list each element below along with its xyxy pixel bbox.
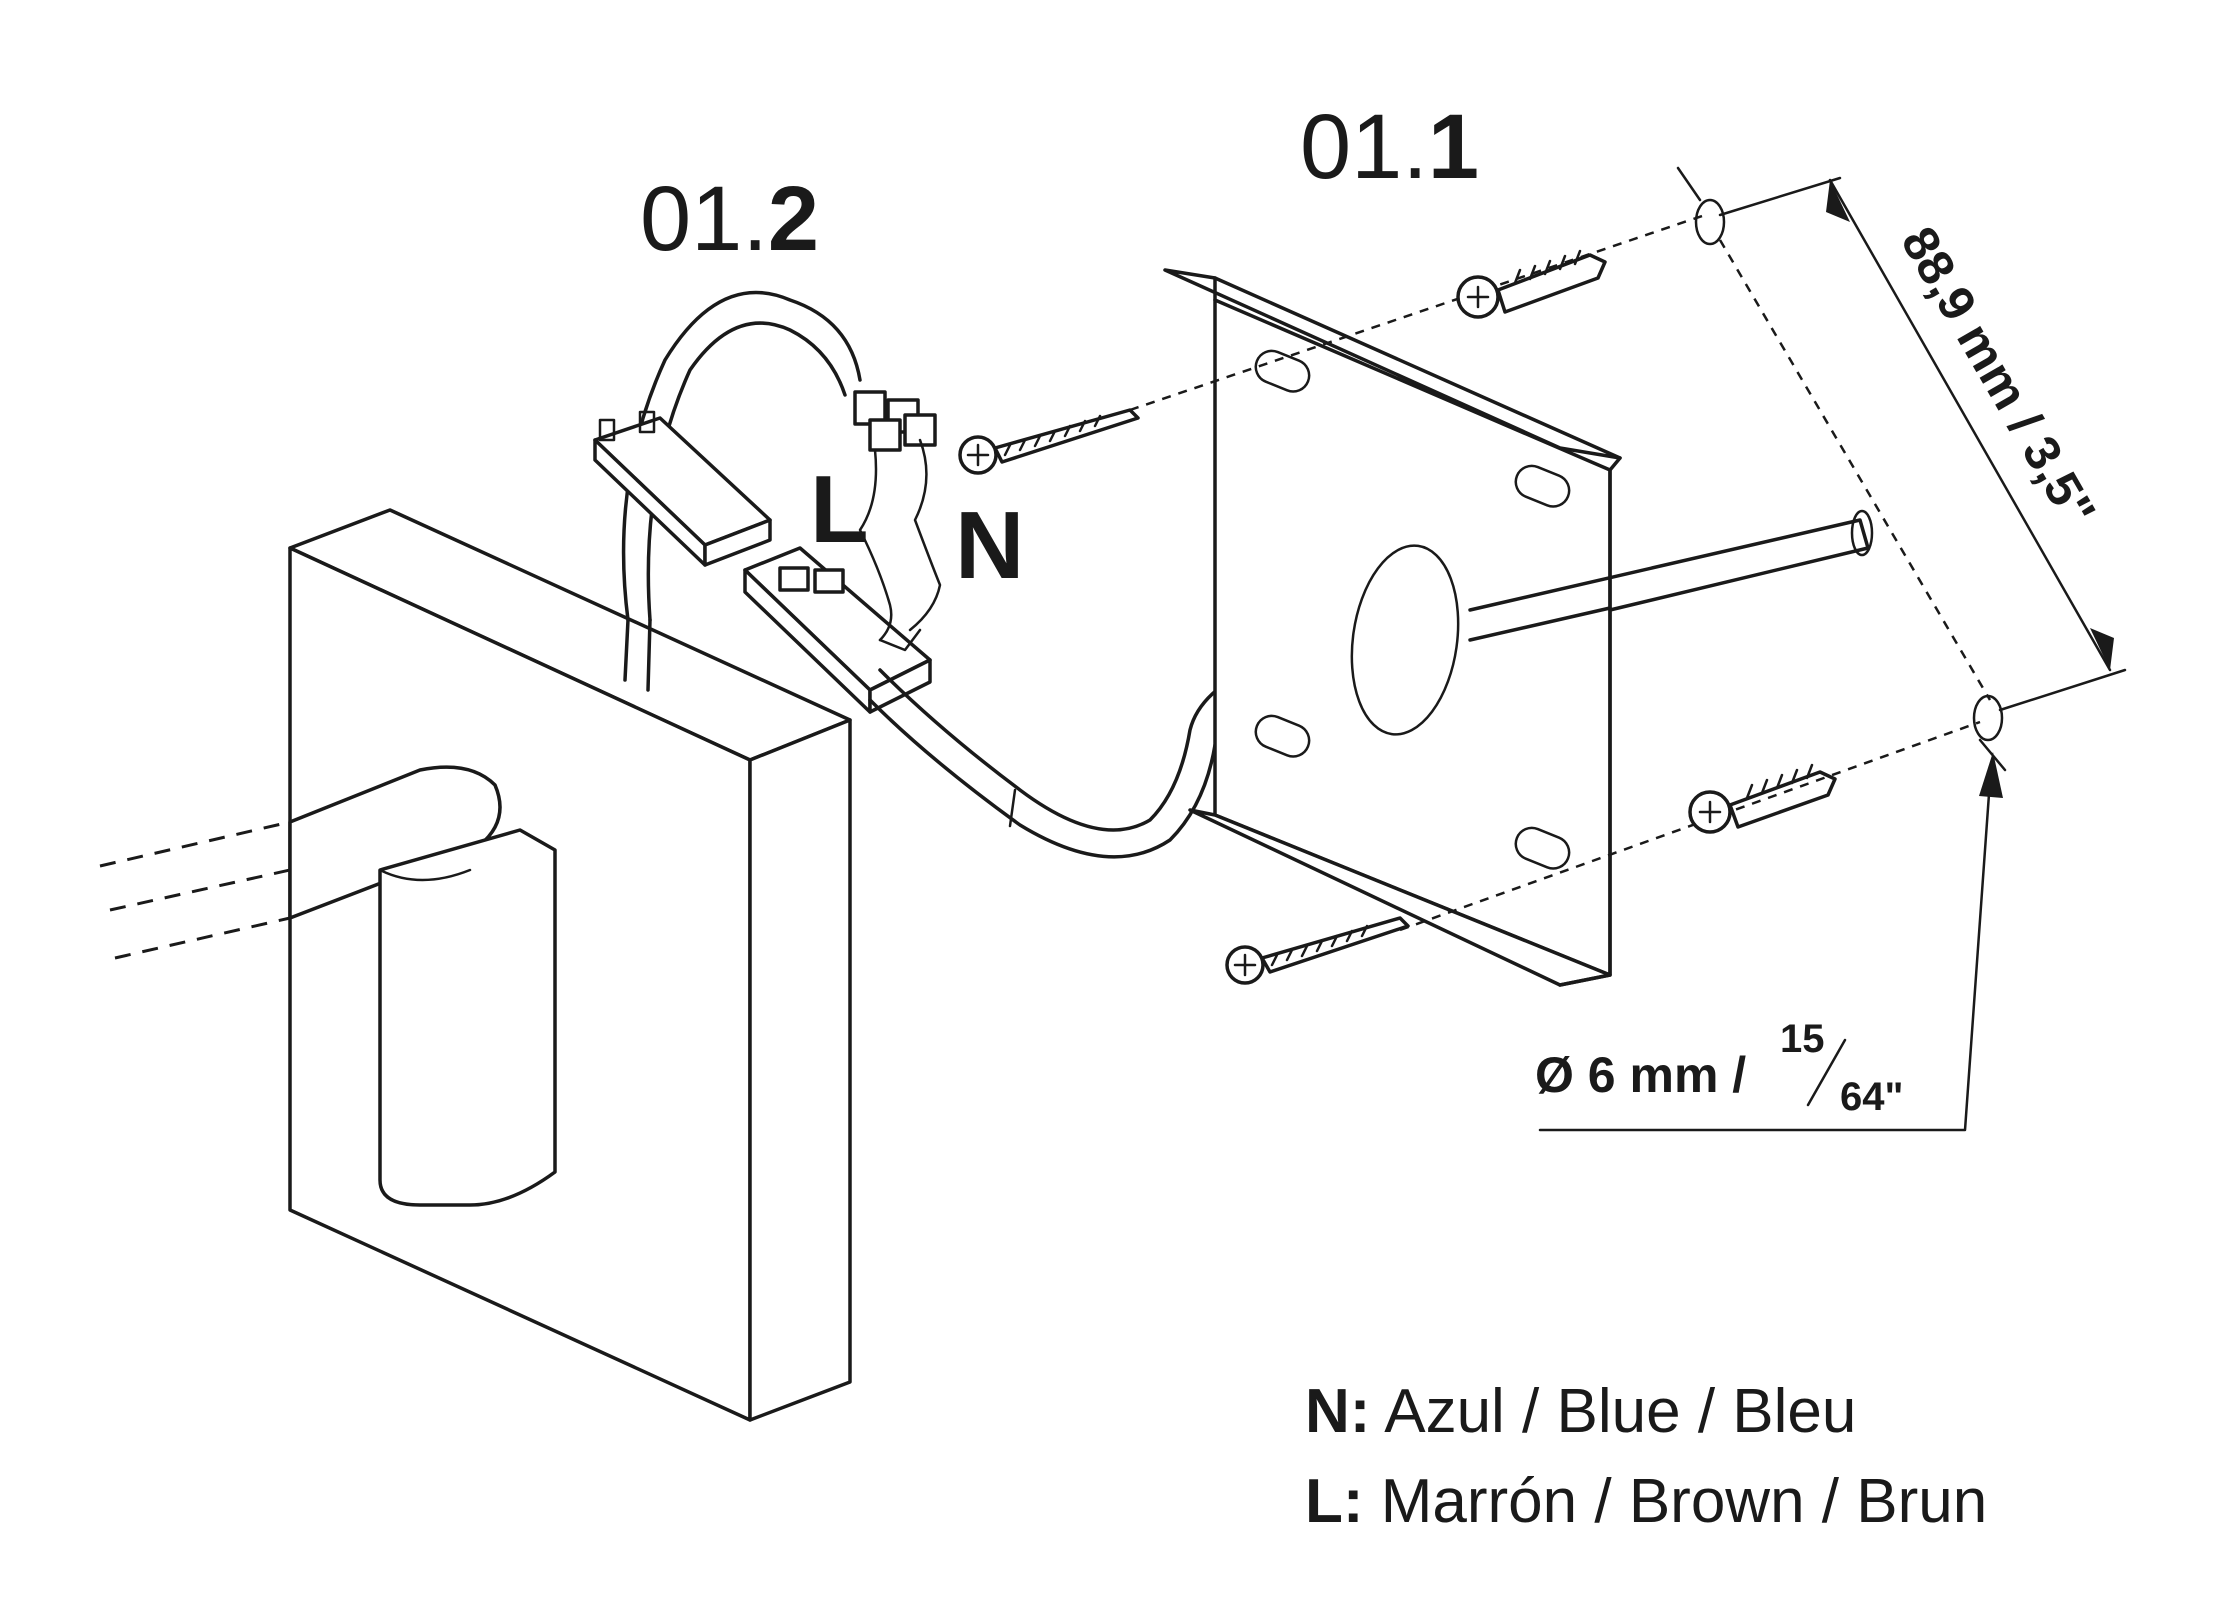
legend-neutral: N: Azul / Blue / Bleu bbox=[1305, 1377, 1856, 1446]
lamp-base-block bbox=[288, 508, 852, 1422]
legend-line: L: Marrón / Brown / Brun bbox=[1305, 1467, 1987, 1536]
hole-spacing-dimension bbox=[1718, 176, 2127, 712]
lower-screw bbox=[1225, 720, 1981, 985]
lamp-arm bbox=[99, 765, 557, 1207]
wire-color-legend: N: Azul / Blue / Bleu L: Marrón / Brown … bbox=[1305, 1377, 1987, 1536]
neutral-wire-label: N bbox=[955, 492, 1024, 599]
terminal-block bbox=[743, 390, 942, 714]
line-wire-label: L bbox=[810, 456, 869, 563]
drill-diameter-leader bbox=[1538, 752, 2003, 1132]
mounting-bracket bbox=[1163, 268, 1874, 987]
hole-spacing-label: 88,9 mm / 3,5" bbox=[1890, 218, 2106, 536]
drill-fraction-numerator: 15 bbox=[1780, 1017, 1825, 1061]
lamp-part-label: 01.2 bbox=[640, 168, 819, 270]
drill-holes bbox=[1676, 166, 2007, 772]
bracket-part-label: 01.1 bbox=[1300, 96, 1479, 198]
terminal-cover bbox=[593, 410, 772, 567]
upper-wall-plug bbox=[1456, 249, 1607, 319]
cable-loop bbox=[621, 290, 862, 692]
lower-wall-plug bbox=[1688, 763, 1837, 834]
drill-diameter-label: Ø 6 mm / bbox=[1535, 1047, 1746, 1103]
upper-screw bbox=[958, 213, 1706, 475]
drill-fraction-denominator: 64" bbox=[1840, 1075, 1903, 1119]
